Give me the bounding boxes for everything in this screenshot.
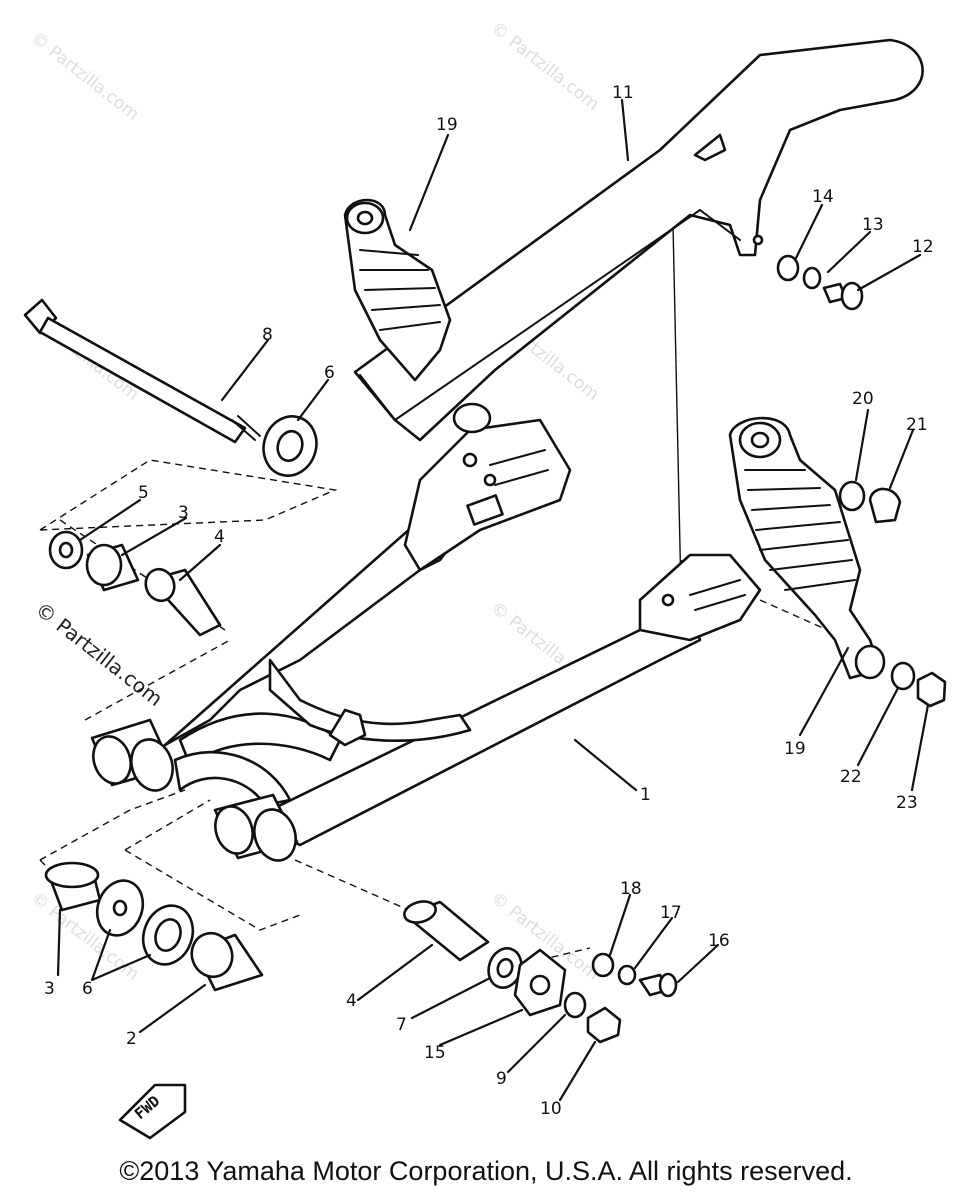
swing-arm-exploded-diagram: © Partzilla.com © Partzilla.com © Partzi…: [23, 18, 947, 1140]
watermark-text: © Partzilla.com: [487, 18, 603, 115]
callout-18: 18: [620, 879, 642, 899]
callout-labels: 11 19 14 13 12 8 6 20 21 5 3 4 19 22 1 2…: [44, 83, 934, 1119]
callout-3: 3: [178, 503, 189, 523]
callout-3: 3: [44, 979, 55, 999]
rear-shock-left: [343, 198, 492, 434]
callout-15: 15: [424, 1043, 446, 1063]
callout-14: 14: [812, 187, 834, 207]
swing-arm: [90, 418, 762, 862]
callout-8: 8: [262, 325, 273, 345]
chain-case: [353, 38, 924, 442]
callout-22: 22: [840, 767, 862, 787]
hardware-parts: [44, 254, 947, 1044]
callout-17: 17: [660, 903, 682, 923]
forward-arrow-icon: FWD: [118, 1083, 187, 1140]
callout-19: 19: [436, 115, 458, 135]
callout-2: 2: [126, 1029, 137, 1049]
callout-23: 23: [896, 793, 918, 813]
callout-leaders: [56, 98, 930, 1102]
callout-4: 4: [346, 991, 357, 1011]
rear-shock-right: [728, 416, 886, 680]
callout-20: 20: [852, 389, 874, 409]
callout-10: 10: [540, 1099, 562, 1119]
callout-11: 11: [612, 83, 634, 103]
callout-7: 7: [396, 1015, 407, 1035]
side-watermark: © Partzilla.com: [31, 597, 167, 711]
callout-16: 16: [708, 931, 730, 951]
callout-5: 5: [138, 483, 149, 503]
watermark-text: © Partzilla.com: [27, 28, 143, 125]
callout-12: 12: [912, 237, 934, 257]
callout-13: 13: [862, 215, 884, 235]
callout-19: 19: [784, 739, 806, 759]
copyright-notice: ©2013 Yamaha Motor Corporation, U.S.A. A…: [119, 1156, 853, 1186]
callout-6: 6: [82, 979, 93, 999]
callout-1: 1: [640, 785, 651, 805]
callout-21: 21: [906, 415, 928, 435]
callout-6: 6: [324, 363, 335, 383]
callout-9: 9: [496, 1069, 507, 1089]
callout-4: 4: [214, 527, 225, 547]
pivot-shaft: [23, 298, 261, 444]
